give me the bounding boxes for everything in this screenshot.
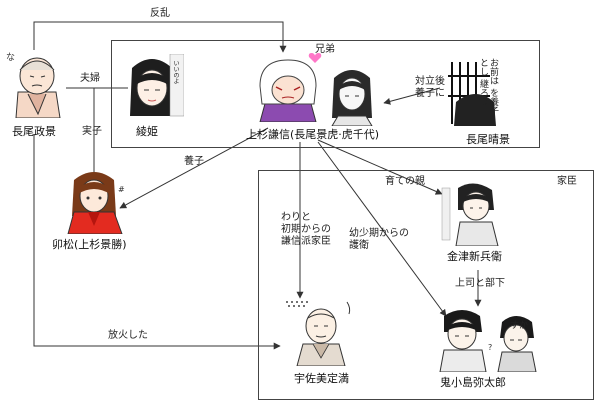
adopted-label: 養子	[184, 156, 204, 167]
siblings-label: 兄弟	[315, 44, 335, 55]
arson-label: 放火した	[108, 330, 148, 341]
foster-arrow	[317, 139, 443, 195]
kanazu-name: 金津新兵衛	[447, 250, 502, 263]
kojima-portrait: ?	[439, 310, 537, 372]
usami-name: 宇佐美定満	[294, 372, 349, 385]
guard-arrow	[317, 141, 447, 317]
conflict-arrow	[383, 87, 441, 105]
retainers-group	[258, 170, 594, 400]
kenshin-portrait	[259, 59, 317, 122]
kenshin-name: 上杉謙信(長尾景虎·虎千代)	[246, 128, 380, 141]
guard-label: 幼少期からの 護衛	[349, 228, 409, 251]
heart-icon	[308, 53, 322, 63]
conflict-label: 対立後 養子に	[415, 76, 445, 99]
masakage-name: 長尾政景	[12, 125, 56, 138]
sibling-sketch	[331, 70, 373, 126]
boss-label: 上司と部下	[455, 278, 505, 289]
usami-portrait	[286, 301, 351, 366]
svg-text:?: ?	[488, 343, 492, 352]
harukage-speech: お前は を養子とし 継ろう	[478, 58, 498, 115]
arson-arrow	[33, 134, 281, 350]
ayahime-portrait	[130, 54, 184, 117]
harukage-portrait	[446, 56, 526, 126]
child-label: 実子	[82, 126, 102, 137]
masakage-portrait: な	[6, 52, 61, 118]
kanazu-portrait	[441, 183, 499, 246]
harukage-name: 長尾晴景	[466, 133, 510, 146]
uomatsu-portrait: #	[67, 172, 125, 234]
retainers-label: 家臣	[557, 176, 577, 187]
adopted-arrow	[119, 127, 269, 209]
siblings-group	[111, 40, 540, 148]
ayahime-name: 綾姫	[136, 125, 158, 138]
kojima-name: 鬼小島弥太郎	[440, 376, 506, 389]
uomatsu-name: 卯松(上杉景勝)	[52, 238, 127, 251]
early-retainer-label: わりと 初期からの 謙信派家臣	[281, 212, 331, 247]
foster-label: 育ての親	[385, 176, 425, 187]
ayahime-speech: いいのよ	[172, 60, 179, 84]
rebellion-arrow	[33, 21, 287, 53]
svg-text:#: #	[118, 185, 125, 194]
svg-text:な: な	[6, 52, 15, 63]
kojima-speech: すか	[510, 321, 529, 331]
married-label: 夫婦	[80, 73, 100, 84]
rebellion-label: 反乱	[150, 8, 170, 19]
